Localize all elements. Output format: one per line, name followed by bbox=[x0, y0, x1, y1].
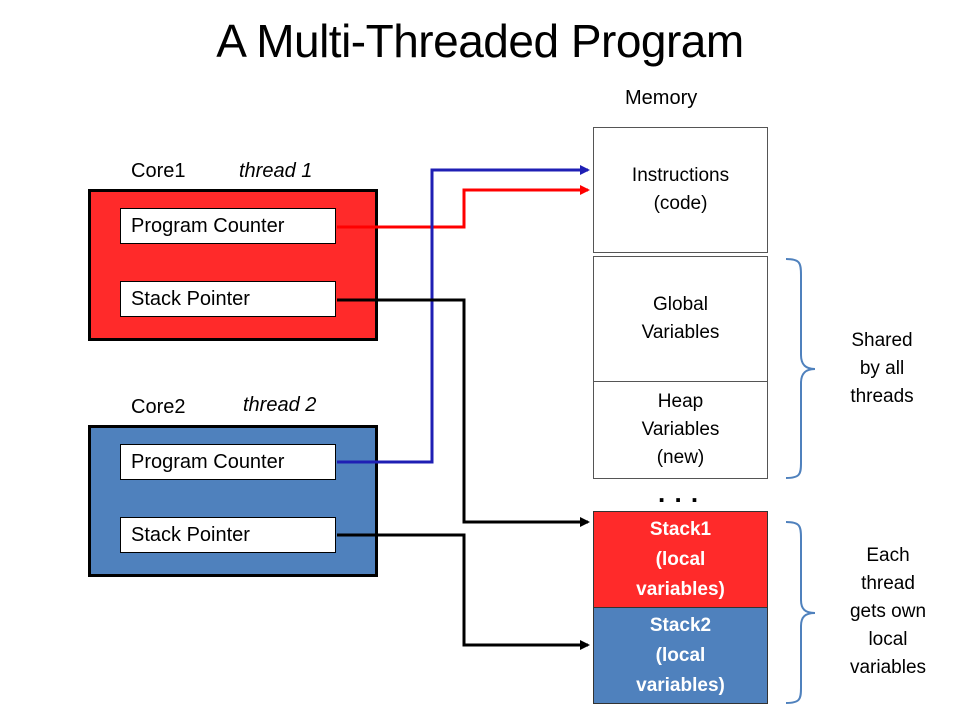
core1-label: Core1 bbox=[131, 160, 186, 182]
heap-line2: Variables bbox=[641, 419, 720, 440]
core2-pc-arrow bbox=[337, 165, 590, 464]
thread2-label: thread 2 bbox=[243, 394, 317, 416]
stack2-line1: Stack2 bbox=[649, 614, 712, 636]
each-note-line3: gets own bbox=[849, 601, 927, 622]
thread1-label: thread 1 bbox=[239, 160, 313, 182]
stack1-line2: (local bbox=[655, 548, 706, 570]
core1-sp-arrow bbox=[337, 298, 590, 527]
each-thread-note: Each thread gets own local variables bbox=[826, 542, 950, 682]
core2-stack-pointer: Stack Pointer bbox=[120, 517, 336, 553]
globals-line2: Variables bbox=[641, 322, 720, 343]
each-note-line4: local bbox=[868, 629, 908, 650]
core2-program-counter: Program Counter bbox=[120, 444, 336, 480]
stack2-line2: (local bbox=[655, 644, 706, 666]
instructions-line1: Instructions bbox=[631, 165, 730, 186]
each-note-line2: thread bbox=[861, 573, 915, 594]
core1-stack-pointer: Stack Pointer bbox=[120, 281, 336, 317]
core2-label: Core2 bbox=[131, 396, 186, 418]
memory-ellipsis: . . . bbox=[658, 478, 700, 508]
globals-line1: Global bbox=[653, 294, 708, 315]
instructions-segment: Instructions (code) bbox=[593, 127, 768, 253]
instructions-line2: (code) bbox=[653, 193, 708, 214]
core1-pc-arrow bbox=[337, 185, 590, 229]
heap-line1: Heap bbox=[657, 391, 704, 412]
diagram-title: A Multi-Threaded Program bbox=[216, 15, 744, 67]
shared-brace bbox=[785, 258, 816, 479]
memory-label: Memory bbox=[625, 87, 698, 109]
stack2-line3: variables) bbox=[636, 674, 725, 696]
shared-note: Shared by all threads bbox=[820, 327, 944, 411]
each-note-line1: Each bbox=[866, 545, 910, 566]
stack-brace bbox=[785, 521, 816, 704]
shared-note-line2: by all bbox=[859, 358, 905, 379]
core1-program-counter: Program Counter bbox=[120, 208, 336, 244]
core2-sp-arrow bbox=[337, 533, 590, 650]
each-note-line5: variables bbox=[849, 657, 927, 678]
shared-note-line1: Shared bbox=[851, 330, 913, 351]
stack1-line1: Stack1 bbox=[649, 518, 712, 540]
stack2-segment: Stack2 (local variables) bbox=[593, 607, 768, 704]
shared-note-line3: threads bbox=[850, 386, 914, 407]
stack1-segment: Stack1 (local variables) bbox=[593, 511, 768, 608]
stack1-line3: variables) bbox=[636, 578, 725, 600]
heap-line3: (new) bbox=[656, 447, 705, 468]
